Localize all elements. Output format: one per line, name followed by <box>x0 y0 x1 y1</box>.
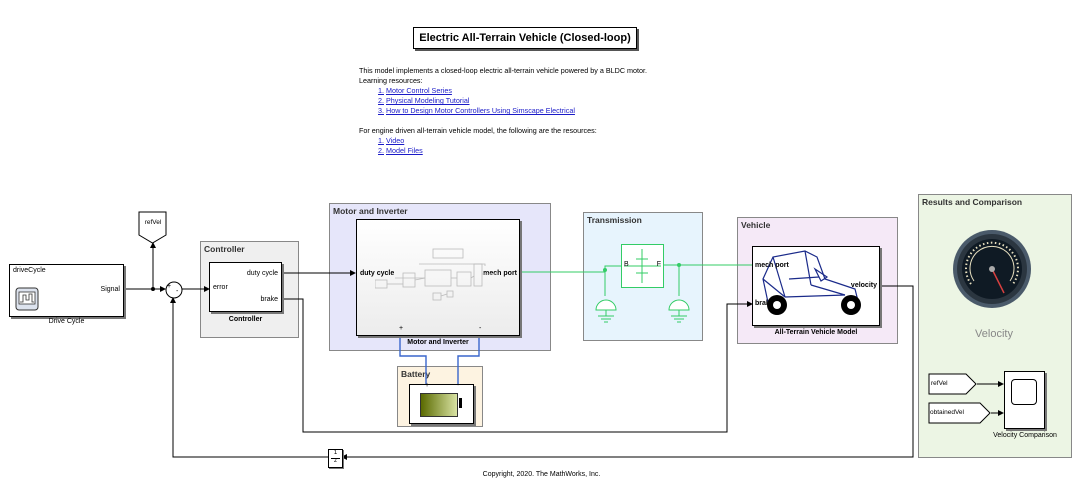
resource-link-1[interactable]: 1. Motor Control Series <box>378 86 452 95</box>
mech-reference-right-icon[interactable] <box>667 296 691 326</box>
controller-port-error: error <box>213 284 228 291</box>
copyright-notice: Copyright, 2020. The MathWorks, Inc. <box>482 471 601 478</box>
vehicle-block[interactable]: mech port brake velocity <box>752 246 880 326</box>
engine-link-2[interactable]: 2. Model Files <box>378 146 423 155</box>
vehicle-caption: All-Terrain Vehicle Model <box>774 329 858 336</box>
velocity-scope-block[interactable] <box>1004 371 1045 429</box>
refvel-goto-label: refVel <box>144 219 162 226</box>
wire-velocity-feedback <box>341 285 914 460</box>
model-title: Electric All-Terrain Vehicle (Closed-loo… <box>413 27 637 49</box>
mech-reference-left-icon[interactable] <box>594 296 618 326</box>
controller-port-duty: duty cycle <box>246 270 278 277</box>
gear-port-f: F <box>656 261 661 268</box>
description-line-1: This model implements a closed-loop elec… <box>359 66 648 75</box>
atv-vehicle-icon <box>762 250 861 315</box>
results-area-title: Results and Comparison <box>922 197 1023 207</box>
signal-editor-icon <box>15 287 39 311</box>
from-refvel-tag[interactable] <box>928 373 978 395</box>
from-refvel-label: refVel <box>931 380 948 387</box>
from-obtainedvel-tag[interactable] <box>928 402 992 424</box>
wire-brake <box>281 298 753 433</box>
wire-battery-plus <box>399 336 427 384</box>
motor-port-minus: - <box>479 325 482 332</box>
sum-plus-sign: + <box>167 283 172 290</box>
gear-block[interactable]: B F <box>621 244 664 288</box>
speedometer-gauge-icon[interactable] <box>952 229 1032 309</box>
wire-feedback-to-sum <box>170 297 328 458</box>
rate-transition-block[interactable]: 1 z <box>328 449 343 468</box>
resource-link-3[interactable]: 3. How to Design Motor Controllers Using… <box>378 106 575 115</box>
motor-inverter-caption: Motor and Inverter <box>407 339 469 346</box>
battery-block[interactable]: + - <box>409 382 474 424</box>
vehicle-port-velocity: velocity <box>850 282 877 289</box>
drive-cycle-block[interactable]: driveCycle Signal <box>9 264 124 317</box>
rate-transition-divider <box>331 458 340 459</box>
resource-link-2[interactable]: 2. Physical Modeling Tutorial <box>378 96 470 105</box>
description-line-3: For engine driven all-terrain vehicle mo… <box>359 126 597 135</box>
motor-subsystem-preview <box>375 248 497 301</box>
vehicle-port-mech: mech port <box>755 262 789 269</box>
scope-screen-icon <box>1011 379 1037 405</box>
battery-charge-icon <box>420 393 458 417</box>
motor-port-mech: mech port <box>483 270 517 277</box>
motor-area-title: Motor and Inverter <box>333 206 408 216</box>
scope-caption: Velocity Comparison <box>993 432 1057 439</box>
controller-area[interactable]: Controller <box>200 241 299 338</box>
vehicle-port-brake: brake <box>755 300 774 307</box>
battery-plus-label: + <box>425 382 430 389</box>
drive-cycle-caption: Drive Cycle <box>48 318 85 325</box>
gear-icon <box>624 249 661 283</box>
controller-caption: Controller <box>228 316 263 323</box>
battery-terminal-icon <box>459 398 462 408</box>
motor-port-duty: duty cycle <box>360 270 395 277</box>
battery-area-title: Battery <box>401 369 431 379</box>
battery-minus-label: - <box>457 382 460 389</box>
model-title-text: Electric All-Terrain Vehicle (Closed-loo… <box>419 32 631 44</box>
model-description: This model implements a closed-loop elec… <box>359 66 647 156</box>
rate-transition-bottom: z <box>334 458 337 464</box>
drive-cycle-port: Signal <box>100 286 120 293</box>
rate-transition-top: 1 <box>333 450 338 456</box>
sum-minus-sign: - <box>176 288 179 295</box>
refvel-goto-tag[interactable] <box>138 211 168 245</box>
gauge-label: Velocity <box>975 328 1013 340</box>
gear-port-b: B <box>624 261 629 268</box>
description-line-2: Learning resources: <box>359 76 423 85</box>
drive-cycle-inner-label: driveCycle <box>13 267 46 274</box>
from-obtainedvel-label: obtainedVel <box>930 409 964 416</box>
sum-block[interactable] <box>164 280 184 300</box>
controller-area-title: Controller <box>204 244 245 254</box>
wire-battery-minus <box>457 336 480 384</box>
vehicle-area-title: Vehicle <box>741 220 771 230</box>
controller-block[interactable]: error duty cycle brake <box>209 262 282 312</box>
engine-link-1[interactable]: 1. Video <box>378 136 405 145</box>
motor-inverter-block[interactable]: duty cycle mech port + - <box>356 219 520 336</box>
motor-port-plus: + <box>399 325 404 332</box>
transmission-area-title: Transmission <box>587 215 642 225</box>
controller-port-brake: brake <box>260 296 278 303</box>
